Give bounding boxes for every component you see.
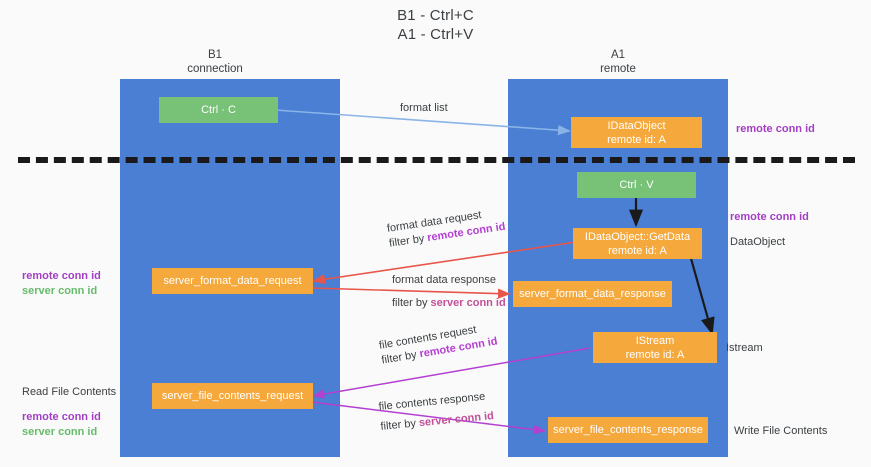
annotation-right-top: remote conn id (736, 122, 815, 137)
annotation-left-mid: remote conn id server conn id (22, 269, 101, 299)
phase-divider (18, 157, 855, 163)
column-header-b1-name: B1 (207, 49, 223, 61)
annotation-right-istream-plain: Istream (726, 342, 763, 354)
box-idataobject-line1: IDataObject (607, 119, 666, 132)
edge-label-format-data-response: format data response filter by server co… (392, 273, 506, 311)
annotation-left-bottom: Read File Contents remote conn id server… (22, 385, 116, 440)
arrow-format-data-request (312, 241, 577, 285)
annotation-right-write-plain: Write File Contents (734, 425, 828, 437)
box-server-format-data-request[interactable]: server_format_data_request (152, 268, 313, 294)
edge-label-format-list-text: format list (400, 102, 448, 114)
edge-label-format-list: format list (400, 101, 448, 116)
box-server-file-contents-response[interactable]: server_file_contents_response (548, 417, 708, 443)
arrow-getdata-to-istream (688, 254, 715, 336)
edge-label-format-data-response-line2: filter by server conn id (392, 296, 506, 311)
page-title: B1 - Ctrl+C A1 - Ctrl+V (0, 6, 871, 44)
annotation-right-top-remote: remote conn id (736, 123, 815, 135)
column-header-a1: A1 remote (538, 48, 698, 76)
box-server-file-contents-request-label: server_file_contents_request (161, 390, 304, 402)
annotation-left-mid-remote: remote conn id (22, 270, 101, 282)
column-header-a1-name: A1 (610, 49, 626, 61)
box-idataobject-getdata[interactable]: IDataObject::GetData remote id: A (573, 228, 702, 259)
box-server-format-data-request-label: server_format_data_request (163, 275, 302, 287)
title-line-1: B1 - Ctrl+C (397, 7, 474, 24)
box-getdata-line2: remote id: A (608, 244, 667, 257)
column-header-a1-role: remote (600, 63, 636, 75)
annotation-right-write: Write File Contents (734, 424, 827, 439)
box-getdata-line1: IDataObject::GetData (584, 230, 691, 243)
box-ctrl-v[interactable]: Ctrl · V (577, 172, 696, 198)
column-header-b1: B1 connection (135, 48, 295, 76)
box-ctrl-v-label: Ctrl · V (619, 179, 654, 191)
box-server-format-data-response-label: server_format_data_response (519, 288, 666, 300)
filter-key-server-1: server conn id (430, 297, 506, 309)
box-server-file-contents-request[interactable]: server_file_contents_request (152, 383, 313, 409)
box-server-file-contents-response-label: server_file_contents_response (553, 424, 703, 436)
edge-label-format-data-response-line1: format data response (392, 274, 496, 286)
title-line-2: A1 - Ctrl+V (397, 26, 474, 43)
arrow-format-data-response (311, 287, 511, 299)
annotation-right-istream: Istream (726, 341, 763, 356)
box-istream-line1: IStream (635, 334, 675, 347)
annotation-right-mid-remote: remote conn id (730, 211, 809, 223)
box-idataobject[interactable]: IDataObject remote id: A (571, 117, 702, 148)
arrow-file-contents-response (311, 401, 546, 435)
annotation-left-mid-server: server conn id (22, 285, 98, 297)
annotation-right-mid-plain: DataObject (730, 236, 786, 248)
annotation-right-mid: remote conn id DataObject (730, 210, 809, 250)
filter-prefix-4: filter by (380, 417, 420, 433)
box-server-format-data-response[interactable]: server_format_data_response (513, 281, 672, 307)
box-istream[interactable]: IStream remote id: A (593, 332, 717, 363)
filter-prefix-2: filter by (392, 297, 431, 309)
arrow-format-list (274, 109, 571, 136)
box-idataobject-line2: remote id: A (607, 133, 666, 146)
column-header-b1-role: connection (187, 63, 243, 75)
annotation-left-bottom-server: server conn id (22, 426, 98, 438)
box-ctrl-c-label: Ctrl · C (201, 104, 236, 116)
box-istream-line2: remote id: A (625, 348, 685, 361)
arrow-file-contents-request (312, 347, 591, 399)
box-ctrl-c[interactable]: Ctrl · C (159, 97, 278, 123)
annotation-left-bottom-plain: Read File Contents (22, 386, 117, 398)
annotation-left-bottom-remote: remote conn id (22, 411, 101, 423)
